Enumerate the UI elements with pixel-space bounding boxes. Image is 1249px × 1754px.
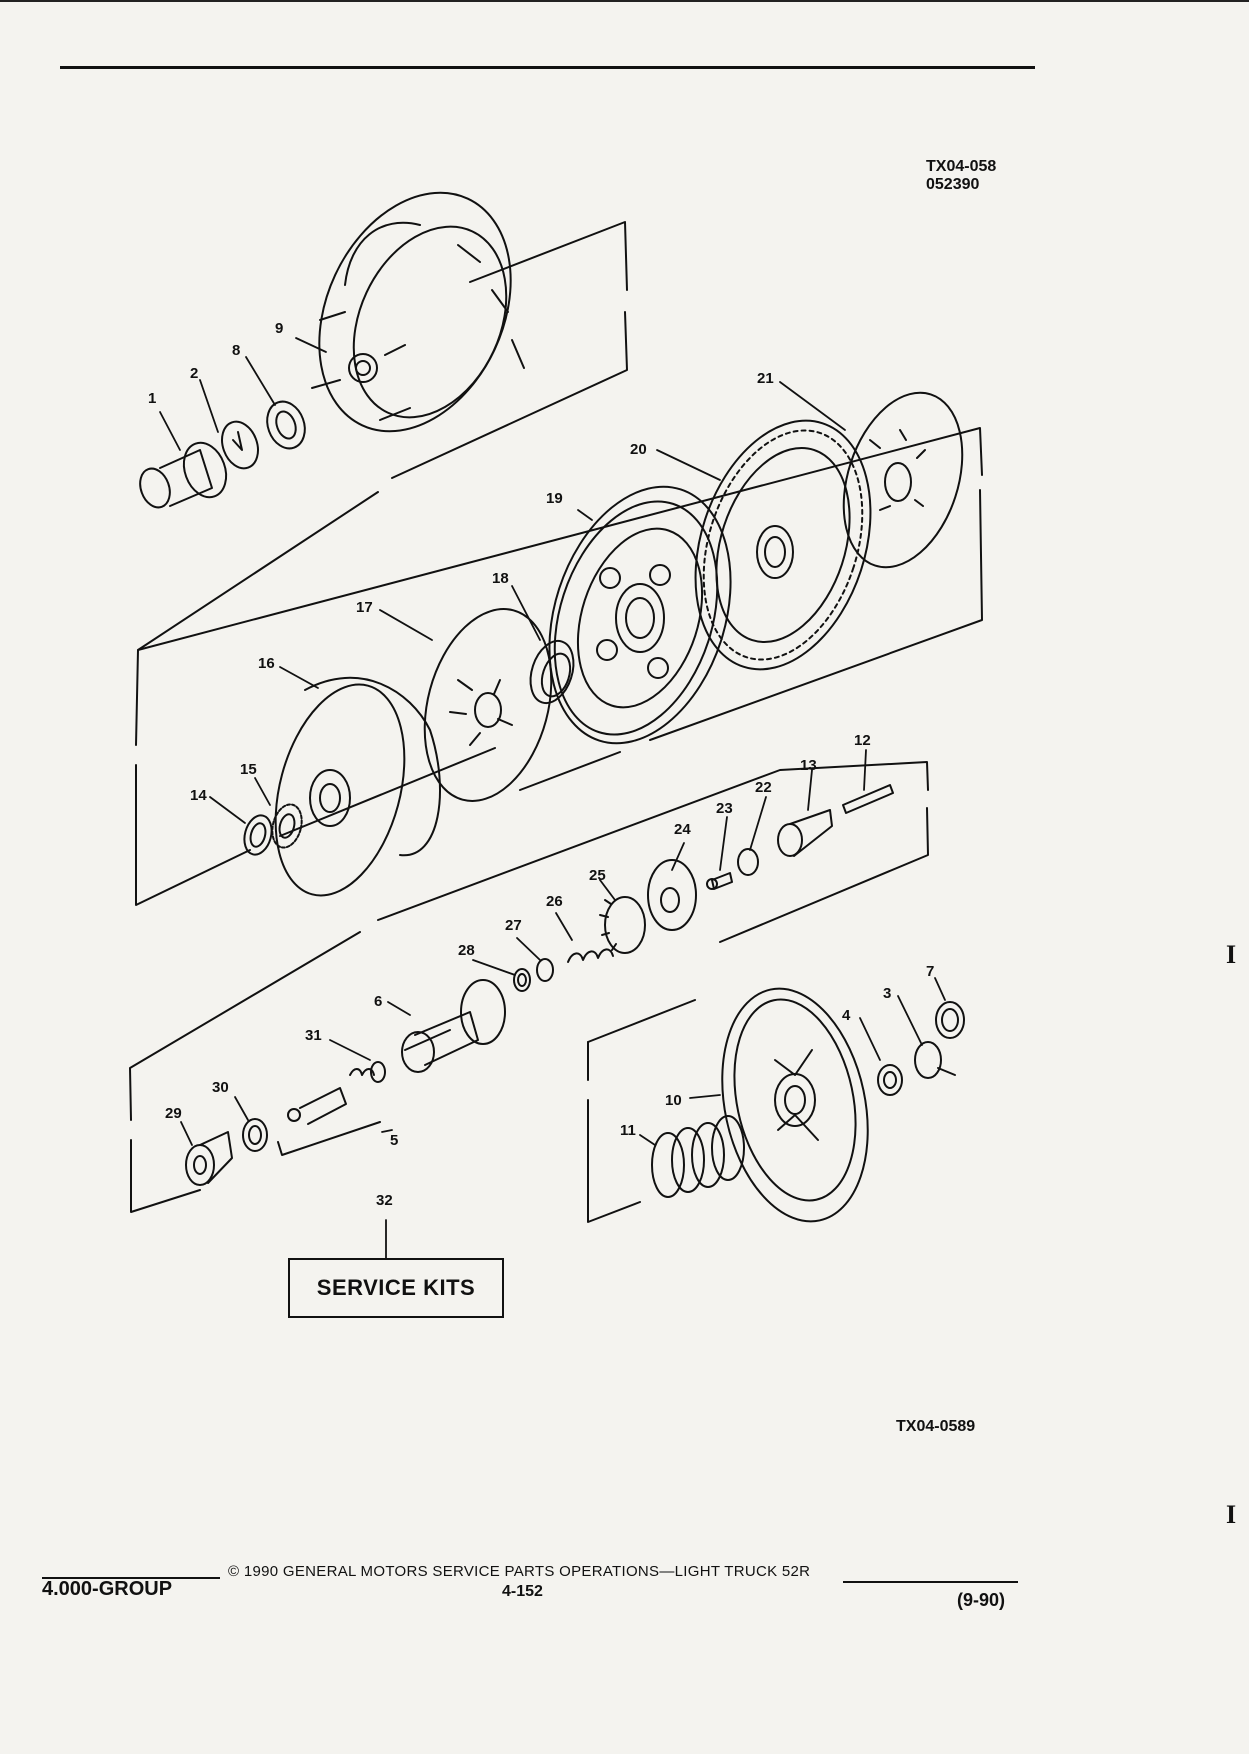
footer-page-number: 4-152 <box>502 1583 543 1600</box>
callout-22: 22 <box>755 779 772 796</box>
callout-18: 18 <box>492 570 509 587</box>
callout-6: 6 <box>374 993 382 1010</box>
converter-housing-9 <box>311 191 525 433</box>
parts-3-4-7 <box>877 1001 965 1096</box>
seal-18 <box>529 639 575 705</box>
service-kits-label: SERVICE KITS <box>316 1275 476 1300</box>
callout-9: 9 <box>275 320 283 337</box>
pump-body-10 <box>721 987 869 1223</box>
drum-19 <box>548 485 732 745</box>
callout-5: 5 <box>390 1132 398 1149</box>
figure-ref-date: 052390 <box>926 176 980 193</box>
callout-19: 19 <box>546 490 563 507</box>
callout-3: 3 <box>883 985 891 1002</box>
valve-assembly-5 <box>185 1061 386 1186</box>
leader-lines <box>159 337 946 1259</box>
callout-21: 21 <box>757 370 774 387</box>
callout-13: 13 <box>800 757 817 774</box>
callout-labels: 1 2 3 4 5 6 7 8 9 10 11 12 13 14 15 16 1… <box>148 320 934 1209</box>
gear-parts-24-28 <box>513 859 697 992</box>
spring-11 <box>651 1115 745 1198</box>
figure-ref-code-bottom: TX04-0589 <box>896 1418 976 1435</box>
callout-14: 14 <box>190 787 207 804</box>
callout-10: 10 <box>665 1092 682 1109</box>
callout-28: 28 <box>458 942 475 959</box>
callout-30: 30 <box>212 1079 229 1096</box>
callout-8: 8 <box>232 342 240 359</box>
callout-17: 17 <box>356 599 373 616</box>
group-frame-pump <box>587 999 696 1223</box>
piston-16 <box>274 676 441 897</box>
callout-12: 12 <box>854 732 871 749</box>
callout-32: 32 <box>376 1192 393 1209</box>
callout-16: 16 <box>258 655 275 672</box>
group-frame-lower <box>129 761 929 1213</box>
toothed-plate-20 <box>694 419 872 671</box>
header-rule <box>60 66 1035 69</box>
stator-shaft-6 <box>401 979 506 1073</box>
callout-15: 15 <box>240 761 257 778</box>
footer-group-label: 4.000-GROUP <box>42 1578 173 1600</box>
callout-4: 4 <box>842 1007 851 1024</box>
callout-25: 25 <box>589 867 606 884</box>
callout-7: 7 <box>926 963 934 980</box>
hub-parts-1-2-8 <box>139 400 306 509</box>
service-kits-box: SERVICE KITS <box>288 1258 504 1318</box>
callout-23: 23 <box>716 800 733 817</box>
plate-21 <box>842 391 964 569</box>
page-edge-rule <box>0 0 1249 2</box>
callout-27: 27 <box>505 917 522 934</box>
callout-11: 11 <box>620 1122 636 1139</box>
callout-24: 24 <box>674 821 691 838</box>
margin-mark-upper: I <box>1226 940 1237 969</box>
rings-14-15 <box>243 803 303 856</box>
plate-17 <box>423 608 553 802</box>
callout-1: 1 <box>148 390 156 407</box>
callout-29: 29 <box>165 1105 182 1122</box>
footer-rule-left <box>42 1577 220 1579</box>
footer-rule-right <box>843 1581 1018 1583</box>
callout-31: 31 <box>305 1027 322 1044</box>
pins-12-13-22-23 <box>706 784 894 890</box>
footer-copyright: © 1990 GENERAL MOTORS SERVICE PARTS OPER… <box>228 1563 811 1580</box>
figure-ref-code: TX04-058 <box>926 158 997 175</box>
callout-20: 20 <box>630 441 647 458</box>
callout-26: 26 <box>546 893 563 910</box>
callout-2: 2 <box>190 365 198 382</box>
group-frame-middle <box>135 427 983 906</box>
margin-mark-lower: I <box>1226 1500 1237 1529</box>
footer-revision-date: (9-90) <box>957 1590 1006 1610</box>
